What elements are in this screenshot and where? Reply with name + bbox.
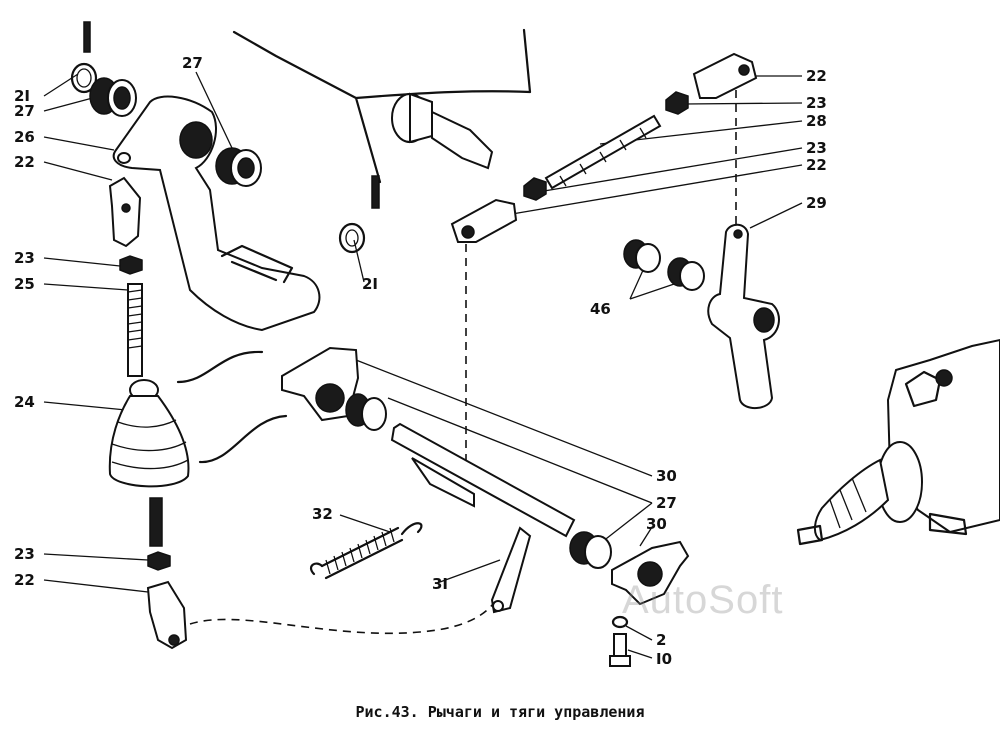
label-32: 32	[312, 505, 333, 523]
part-bolt-10	[609, 633, 631, 667]
part-pin-center	[371, 175, 380, 209]
part-pin-top	[83, 21, 91, 53]
part-housing-bracket	[232, 28, 532, 184]
part-threaded-rod-25	[127, 283, 143, 377]
part-nut-23-mid	[523, 177, 547, 201]
part-rod-28	[544, 114, 662, 190]
label-29: 29	[806, 194, 827, 212]
label-23: 23	[14, 545, 35, 563]
part-bushing-46-a	[623, 239, 661, 273]
part-bushing-46-b	[667, 257, 705, 291]
label-2I: 2I	[362, 275, 379, 293]
label-22: 22	[14, 571, 35, 589]
label-I0: I0	[656, 650, 673, 668]
part-washer-2	[611, 615, 629, 629]
part-nut-23-upper	[119, 255, 143, 275]
part-stud-lower	[149, 497, 163, 547]
part-fork-22-upper	[108, 176, 142, 248]
label-22: 22	[806, 67, 827, 85]
label-2: 2	[656, 631, 667, 649]
label-27: 27	[656, 494, 677, 512]
assembly-lines	[189, 90, 737, 635]
part-nut-23-lower	[147, 551, 171, 571]
label-26: 26	[14, 128, 35, 146]
part-shaft-stub	[391, 92, 494, 170]
part-bushing-27-mid	[215, 147, 262, 187]
part-bracket-30-right	[611, 540, 690, 606]
label-27: 27	[182, 54, 203, 72]
label-23: 23	[14, 249, 35, 267]
label-23: 23	[806, 139, 827, 157]
label-24: 24	[14, 393, 35, 411]
part-pedal-lever-26	[112, 95, 321, 332]
part-lever-29	[707, 223, 780, 409]
part-bushing-27-top	[89, 77, 137, 117]
label-28: 28	[806, 112, 827, 130]
part-fork-22-top	[692, 52, 758, 99]
part-shaft-31	[390, 422, 576, 614]
part-bushing-27-right	[569, 531, 612, 569]
label-46: 46	[590, 300, 611, 318]
part-spring-32	[309, 522, 423, 580]
part-fork-22-lower	[146, 580, 188, 650]
part-gearbox-housing	[796, 338, 1000, 546]
label-27: 27	[14, 102, 35, 120]
label-23: 23	[806, 94, 827, 112]
label-30: 30	[656, 467, 677, 485]
label-22: 22	[14, 153, 35, 171]
label-25: 25	[14, 275, 35, 293]
label-30: 30	[646, 515, 667, 533]
break-lines	[176, 350, 288, 464]
part-boot-24	[108, 379, 190, 488]
label-3I: 3I	[432, 575, 449, 593]
part-nut-23-top	[665, 91, 689, 115]
label-22: 22	[806, 156, 827, 174]
part-bushing-27-shaft	[345, 393, 387, 431]
label-2I: 2I	[14, 87, 31, 105]
part-fork-22-mid	[450, 198, 518, 243]
part-washer-21-center	[338, 222, 366, 254]
part-washer-21	[70, 62, 98, 94]
watermark: AutoSoft	[622, 578, 784, 622]
figure-caption: Рис.43. Рычаги и тяги управления	[355, 703, 645, 721]
